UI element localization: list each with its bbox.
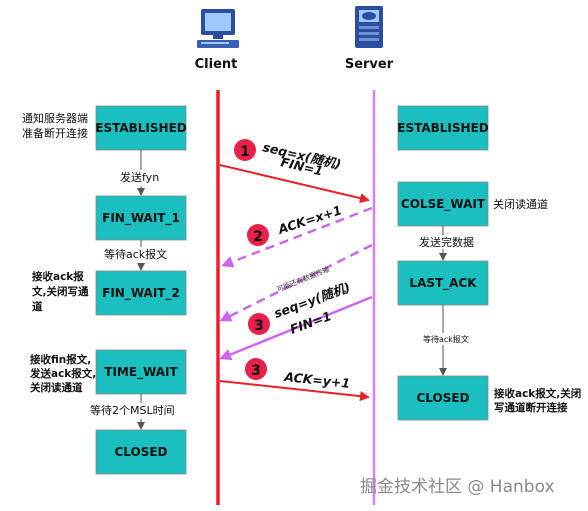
server-state-last-ack: LAST_ACK (397, 260, 489, 306)
note-server-wait-ack: 等待ack报文 (423, 334, 469, 344)
note-final-line1: 接收ack报文,关闭 (494, 387, 581, 400)
server-state-closed: CLOSED (397, 375, 489, 421)
svg-text:3: 3 (254, 318, 264, 334)
badge-3b: 3 (245, 358, 267, 380)
note-notify-line2: 准备断开连接 (22, 126, 88, 140)
note-notify-line1: 通知服务器端 (22, 111, 88, 125)
note-wait-msl: 等待2个MSL时间 (90, 403, 175, 417)
client-state-time-wait: TIME_WAIT (95, 349, 187, 395)
note-send-done: 发送完数据 (419, 235, 474, 249)
arrow-ack-4 (219, 380, 370, 402)
note-recv-fin-line3: 关闭读通道 (30, 381, 83, 394)
note-recv-fin-line1: 接收fin报文, (30, 353, 91, 366)
svg-text:ESTABLISHED: ESTABLISHED (397, 121, 489, 135)
server-icon (355, 6, 383, 48)
server-label: Server (345, 57, 394, 72)
svg-text:FIN_WAIT_1: FIN_WAIT_1 (102, 211, 180, 226)
badge-2: 2 (247, 224, 269, 246)
arrow-ack-2 (221, 206, 373, 268)
svg-text:LAST_ACK: LAST_ACK (409, 276, 477, 291)
server-state-established: ESTABLISHED (397, 105, 489, 151)
note-recv-ack-line2: 文,关闭写通 (31, 285, 89, 298)
svg-text:FIN_WAIT_2: FIN_WAIT_2 (102, 286, 180, 301)
svg-text:2: 2 (253, 229, 263, 245)
client-state-established: ESTABLISHED (95, 105, 187, 151)
svg-text:CLOSED: CLOSED (416, 391, 469, 405)
server-state-close-wait: COLSE_WAIT (397, 181, 489, 227)
client-label: Client (195, 57, 238, 72)
arrow-fin-3 (219, 295, 373, 361)
arrow-data-transfer (219, 243, 373, 322)
client-state-fin-wait-2: FIN_WAIT_2 (95, 270, 187, 316)
svg-text:ESTABLISHED: ESTABLISHED (95, 121, 187, 135)
client-state-closed: CLOSED (95, 429, 187, 475)
note-close-read: 关闭读通道 (493, 197, 548, 211)
note-wait-ack: 等待ack报文 (104, 247, 167, 261)
m4-text: ACK=y+1 (283, 369, 351, 391)
badge-1: 1 (234, 139, 256, 161)
note-recv-ack-line1: 接收ack报 (32, 270, 84, 283)
svg-text:3: 3 (251, 363, 261, 379)
svg-text:TIME_WAIT: TIME_WAIT (104, 365, 178, 380)
watermark: 掘金技术社区 @ Hanbox (360, 477, 555, 497)
note-recv-fin-line2: 发送ack报文, (29, 367, 96, 380)
note-recv-ack-line3: 道 (32, 300, 43, 313)
client-state-fin-wait-1: FIN_WAIT_1 (95, 195, 187, 241)
client-computer-icon (197, 9, 239, 48)
svg-text:COLSE_WAIT: COLSE_WAIT (401, 197, 486, 212)
svg-text:1: 1 (240, 144, 250, 160)
note-send-fyn: 发送fyn (120, 170, 159, 184)
arrow-fin-1 (219, 164, 370, 204)
badge-3a: 3 (248, 313, 270, 335)
note-final-line2: 写通道断开连接 (494, 401, 568, 414)
svg-text:CLOSED: CLOSED (114, 445, 167, 459)
